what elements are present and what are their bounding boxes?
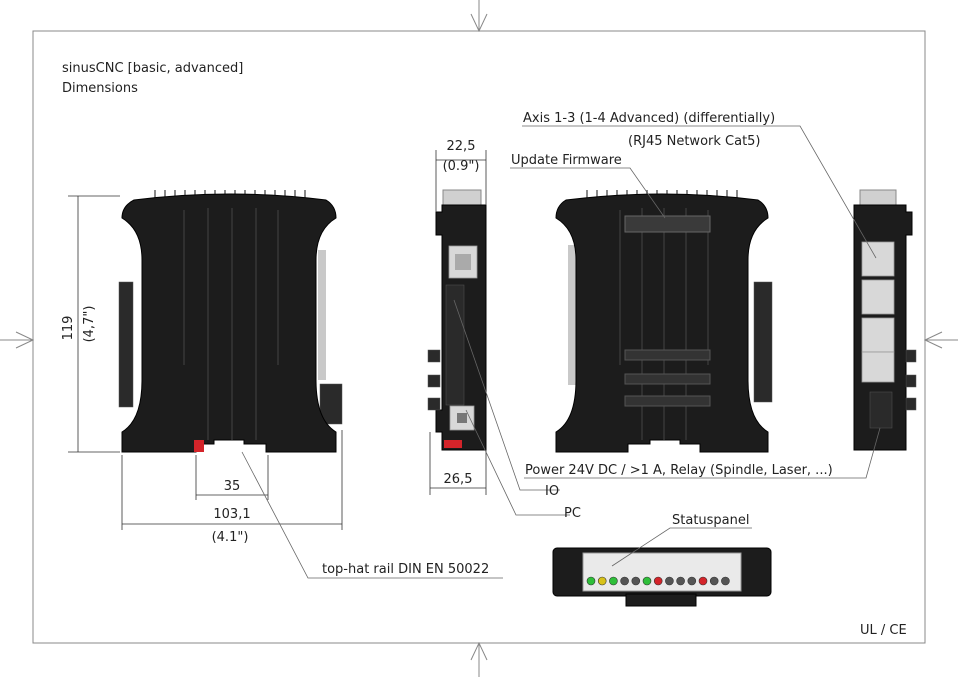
- rj45-port-3: [861, 317, 895, 353]
- side-view-io: [427, 189, 487, 451]
- rj45-jack: [455, 254, 471, 270]
- front-housing: [121, 193, 337, 453]
- side-terminal-tab: [427, 397, 441, 411]
- status-led: [676, 576, 685, 586]
- back-pin-header: [624, 395, 711, 407]
- rj45-callouts: Axis 1-3 (1-4 Advanced) (differentially)…: [522, 111, 881, 479]
- back-housing: [555, 193, 769, 453]
- update-firmware-callout: Update Firmware: [511, 153, 622, 168]
- status-led: [631, 576, 641, 586]
- axis-callout: Axis 1-3 (1-4 Advanced) (differentially): [523, 111, 775, 126]
- front-right-terminal-block: [319, 383, 343, 425]
- back-view: [555, 190, 773, 453]
- side-view-rj45: [853, 189, 917, 451]
- power-terminal: [869, 391, 893, 429]
- status-panel-view: Statuspanel: [552, 513, 772, 607]
- status-led: [721, 576, 730, 586]
- back-pin-header: [624, 373, 711, 385]
- rj45-port-2: [861, 279, 895, 315]
- drawing-title: sinusCNC [basic, advanced]: [62, 61, 243, 76]
- side-rail-clip: [444, 440, 462, 448]
- firmware-header: [624, 215, 711, 233]
- back-callouts: Update Firmware: [510, 153, 666, 219]
- side-terminal-tab: [427, 349, 441, 363]
- depth-top-mm: 22,5: [447, 139, 476, 154]
- certification-label: UL / CE: [860, 623, 907, 638]
- height-mm: 119: [61, 316, 76, 341]
- power-callout: Power 24V DC / >1 A, Relay (Spindle, Las…: [525, 463, 833, 478]
- front-dimensions: 119 (4,7") 35 103,1 (4.1") top-hat rail …: [61, 195, 503, 579]
- rail-clip: [194, 440, 204, 452]
- rail-width-mm: 35: [224, 479, 241, 494]
- status-panel-clip: [625, 593, 697, 607]
- depth-bottom-mm: 26,5: [444, 472, 473, 487]
- status-led: [620, 576, 629, 586]
- usb-jack: [457, 413, 467, 423]
- status-led: [597, 576, 607, 586]
- io-callout: IO: [545, 484, 559, 499]
- status-led: [687, 576, 697, 586]
- front-view: [118, 190, 343, 453]
- status-led: [698, 576, 708, 586]
- status-led: [586, 576, 596, 586]
- rail-callout: top-hat rail DIN EN 50022: [322, 562, 489, 577]
- status-panel-face: [582, 552, 742, 592]
- side-terminal-tab: [427, 374, 441, 388]
- status-led: [653, 576, 663, 586]
- status-led: [709, 576, 719, 586]
- back-left-side-panel: [568, 245, 576, 385]
- width-in: (4.1"): [212, 530, 249, 545]
- rj45-port-4: [861, 351, 895, 383]
- pc-callout: PC: [564, 506, 581, 521]
- front-right-side-panel: [318, 250, 326, 380]
- status-led: [609, 576, 618, 586]
- status-led: [642, 576, 652, 586]
- back-right-terminal-block: [753, 281, 773, 403]
- statuspanel-callout: Statuspanel: [672, 513, 750, 528]
- front-left-terminal-block: [118, 281, 134, 408]
- width-mm: 103,1: [213, 507, 250, 522]
- led-row: [586, 576, 730, 586]
- depth-top-in: (0.9"): [443, 159, 480, 174]
- rj45-callout: (RJ45 Network Cat5): [628, 134, 761, 149]
- rj45-port-1: [861, 241, 895, 277]
- status-led: [665, 576, 674, 586]
- drawing-subtitle: Dimensions: [62, 81, 138, 96]
- height-in: (4,7"): [82, 306, 97, 343]
- back-pin-header: [624, 349, 711, 361]
- side-dimensions: 22,5 (0.9") 26,5 PC IO: [429, 139, 581, 521]
